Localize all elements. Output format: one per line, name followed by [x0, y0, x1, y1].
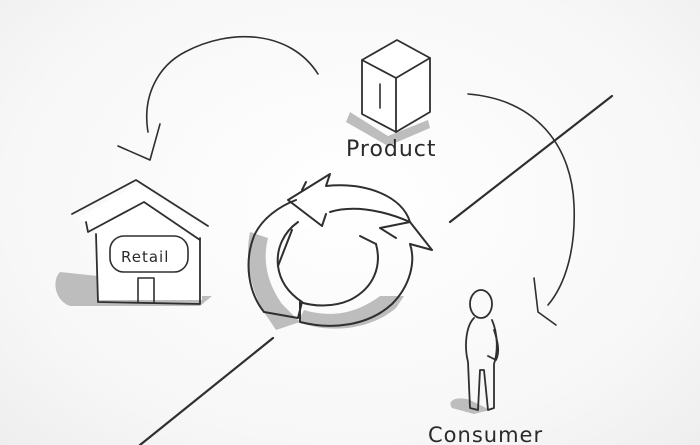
retail-sign-label: Retail [121, 248, 169, 266]
arrow-product-to-consumer [467, 93, 576, 326]
product-box-icon [346, 39, 431, 146]
divider-line-upper [448, 94, 614, 224]
divider-line-lower [138, 336, 275, 445]
consumer-label: Consumer [428, 423, 543, 445]
consumer-figure-icon [450, 289, 500, 414]
retail-building-icon [55, 179, 213, 306]
arrow-product-to-retail [117, 35, 319, 161]
cycle-arrows-icon [247, 173, 433, 330]
product-label: Product [346, 137, 437, 162]
